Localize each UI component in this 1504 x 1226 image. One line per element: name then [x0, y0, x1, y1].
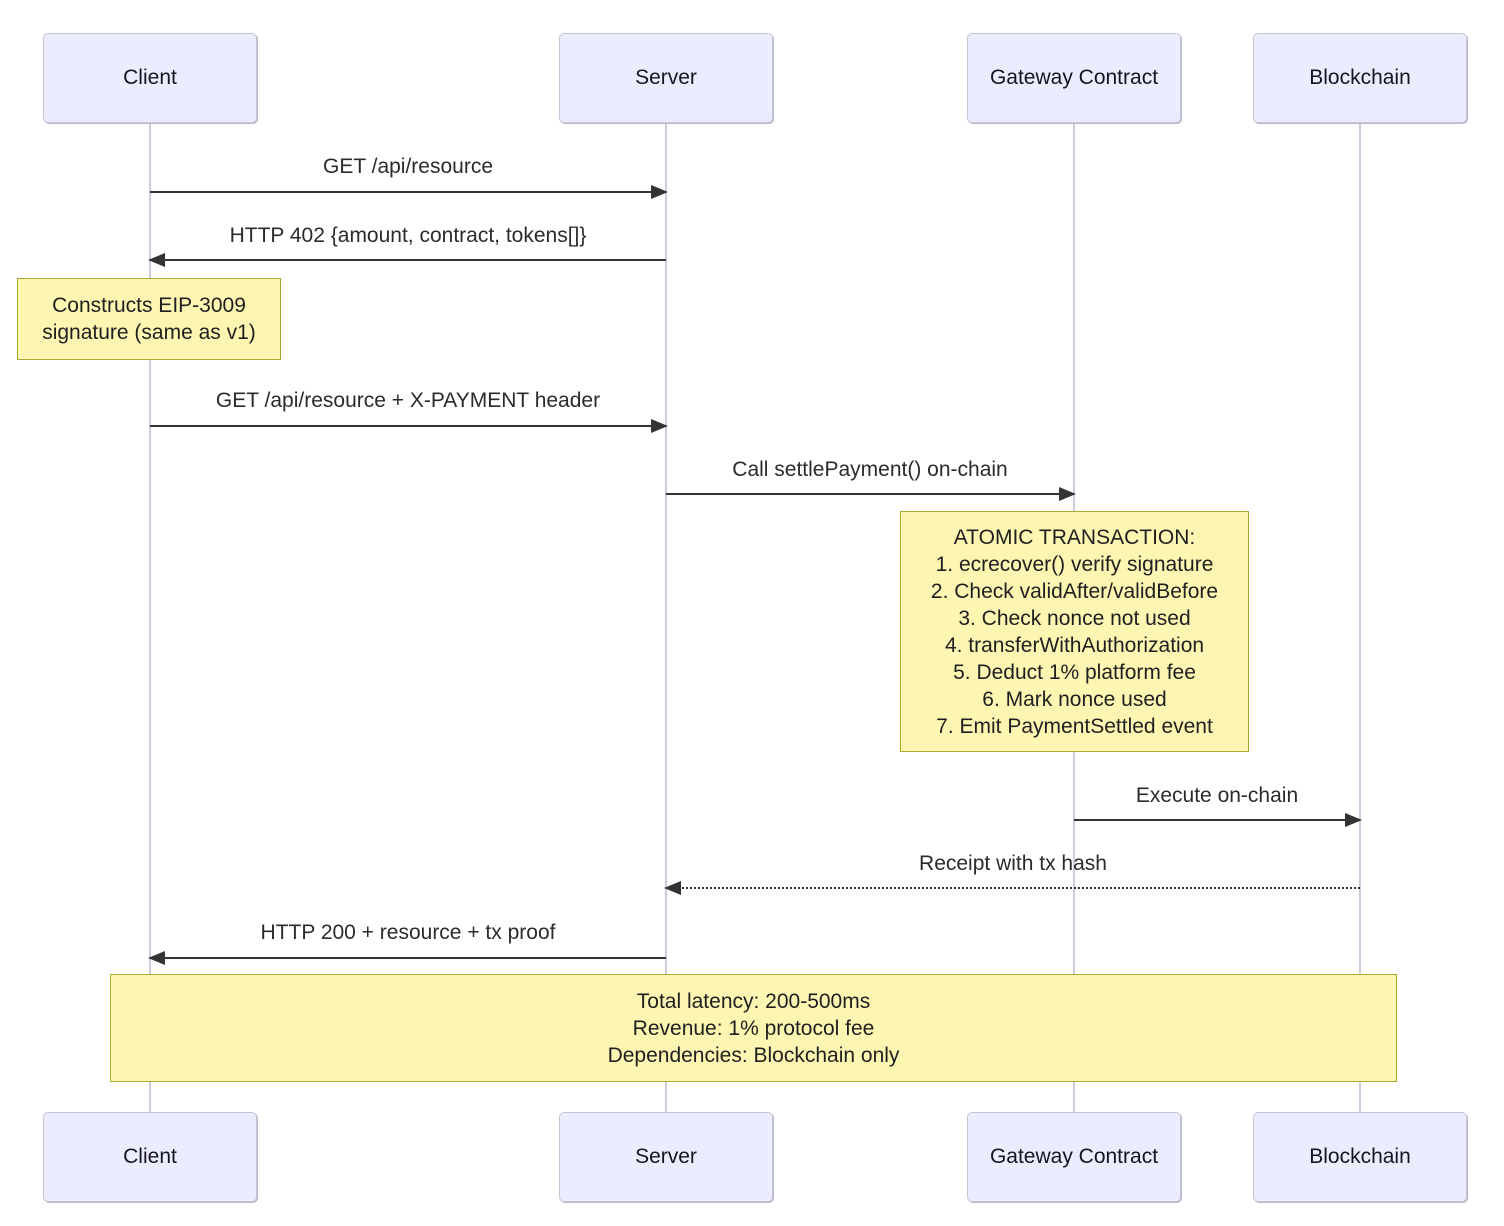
arrowhead-right-icon — [1059, 487, 1076, 501]
note-summary: Total latency: 200-500ms Revenue: 1% pro… — [110, 974, 1397, 1082]
note-line: 2. Check validAfter/validBefore — [930, 579, 1219, 603]
message-arrow-3 — [150, 419, 668, 433]
message-arrow-2 — [148, 253, 666, 267]
message-arrow-7 — [148, 951, 666, 965]
note-line: 4. transferWithAuthorization — [944, 633, 1205, 657]
message-arrow-5 — [1074, 813, 1362, 827]
message-label-get-api-resource: GET /api/resource — [322, 155, 494, 178]
actor-bottom-server: Server — [559, 1112, 773, 1202]
message-label-execute-on-chain: Execute on-chain — [1135, 784, 1299, 807]
message-label-http-200: HTTP 200 + resource + tx proof — [260, 921, 556, 944]
actor-label: Gateway Contract — [989, 1145, 1159, 1168]
note-line: Revenue: 1% protocol fee — [632, 1016, 875, 1040]
arrowhead-right-icon — [651, 185, 668, 199]
actor-label: Server — [635, 1145, 697, 1168]
actor-label: Gateway Contract — [989, 66, 1159, 89]
actor-bottom-blockchain: Blockchain — [1253, 1112, 1467, 1202]
lifeline-server — [665, 123, 667, 1112]
message-label-get-x-payment: GET /api/resource + X-PAYMENT header — [215, 389, 601, 412]
arrowhead-left-icon — [148, 253, 165, 267]
actor-bottom-gateway-contract: Gateway Contract — [967, 1112, 1181, 1202]
actor-bottom-client: Client — [43, 1112, 257, 1202]
note-line: 5. Deduct 1% platform fee — [953, 660, 1196, 684]
message-arrow-6 — [664, 881, 1360, 895]
actor-label: Server — [635, 66, 697, 89]
note-line: 3. Check nonce not used — [958, 606, 1191, 630]
arrowhead-left-icon — [664, 881, 681, 895]
note-line: 7. Emit PaymentSettled event — [936, 714, 1213, 738]
message-arrow-4 — [666, 487, 1076, 501]
note-line: 1. ecrecover() verify signature — [935, 552, 1214, 576]
lifeline-client — [149, 123, 151, 1112]
note-line: Constructs EIP-3009 — [52, 294, 246, 317]
actor-top-gateway-contract: Gateway Contract — [967, 33, 1181, 123]
message-label-receipt-tx-hash: Receipt with tx hash — [919, 852, 1107, 875]
note-eip-3009: Constructs EIP-3009 signature (same as v… — [17, 278, 281, 360]
actor-label: Client — [123, 1145, 177, 1168]
actor-label: Blockchain — [1309, 1145, 1411, 1168]
note-line: signature (same as v1) — [42, 321, 256, 344]
arrowhead-right-icon — [651, 419, 668, 433]
actor-top-client: Client — [43, 33, 257, 123]
actor-label: Blockchain — [1309, 66, 1411, 89]
actor-label: Client — [123, 66, 177, 89]
note-title: ATOMIC TRANSACTION: — [953, 525, 1196, 549]
note-atomic-transaction: ATOMIC TRANSACTION: 1. ecrecover() verif… — [900, 511, 1249, 752]
note-line: Dependencies: Blockchain only — [607, 1043, 900, 1067]
message-arrow-1 — [150, 185, 668, 199]
arrowhead-right-icon — [1345, 813, 1362, 827]
note-line: Total latency: 200-500ms — [636, 989, 871, 1013]
message-label-settle-payment: Call settlePayment() on-chain — [732, 458, 1008, 481]
message-label-http-402: HTTP 402 {amount, contract, tokens[]} — [229, 224, 587, 247]
lifeline-blockchain — [1359, 123, 1361, 1112]
actor-top-server: Server — [559, 33, 773, 123]
note-line: 6. Mark nonce used — [982, 687, 1167, 711]
arrowhead-left-icon — [148, 951, 165, 965]
actor-top-blockchain: Blockchain — [1253, 33, 1467, 123]
